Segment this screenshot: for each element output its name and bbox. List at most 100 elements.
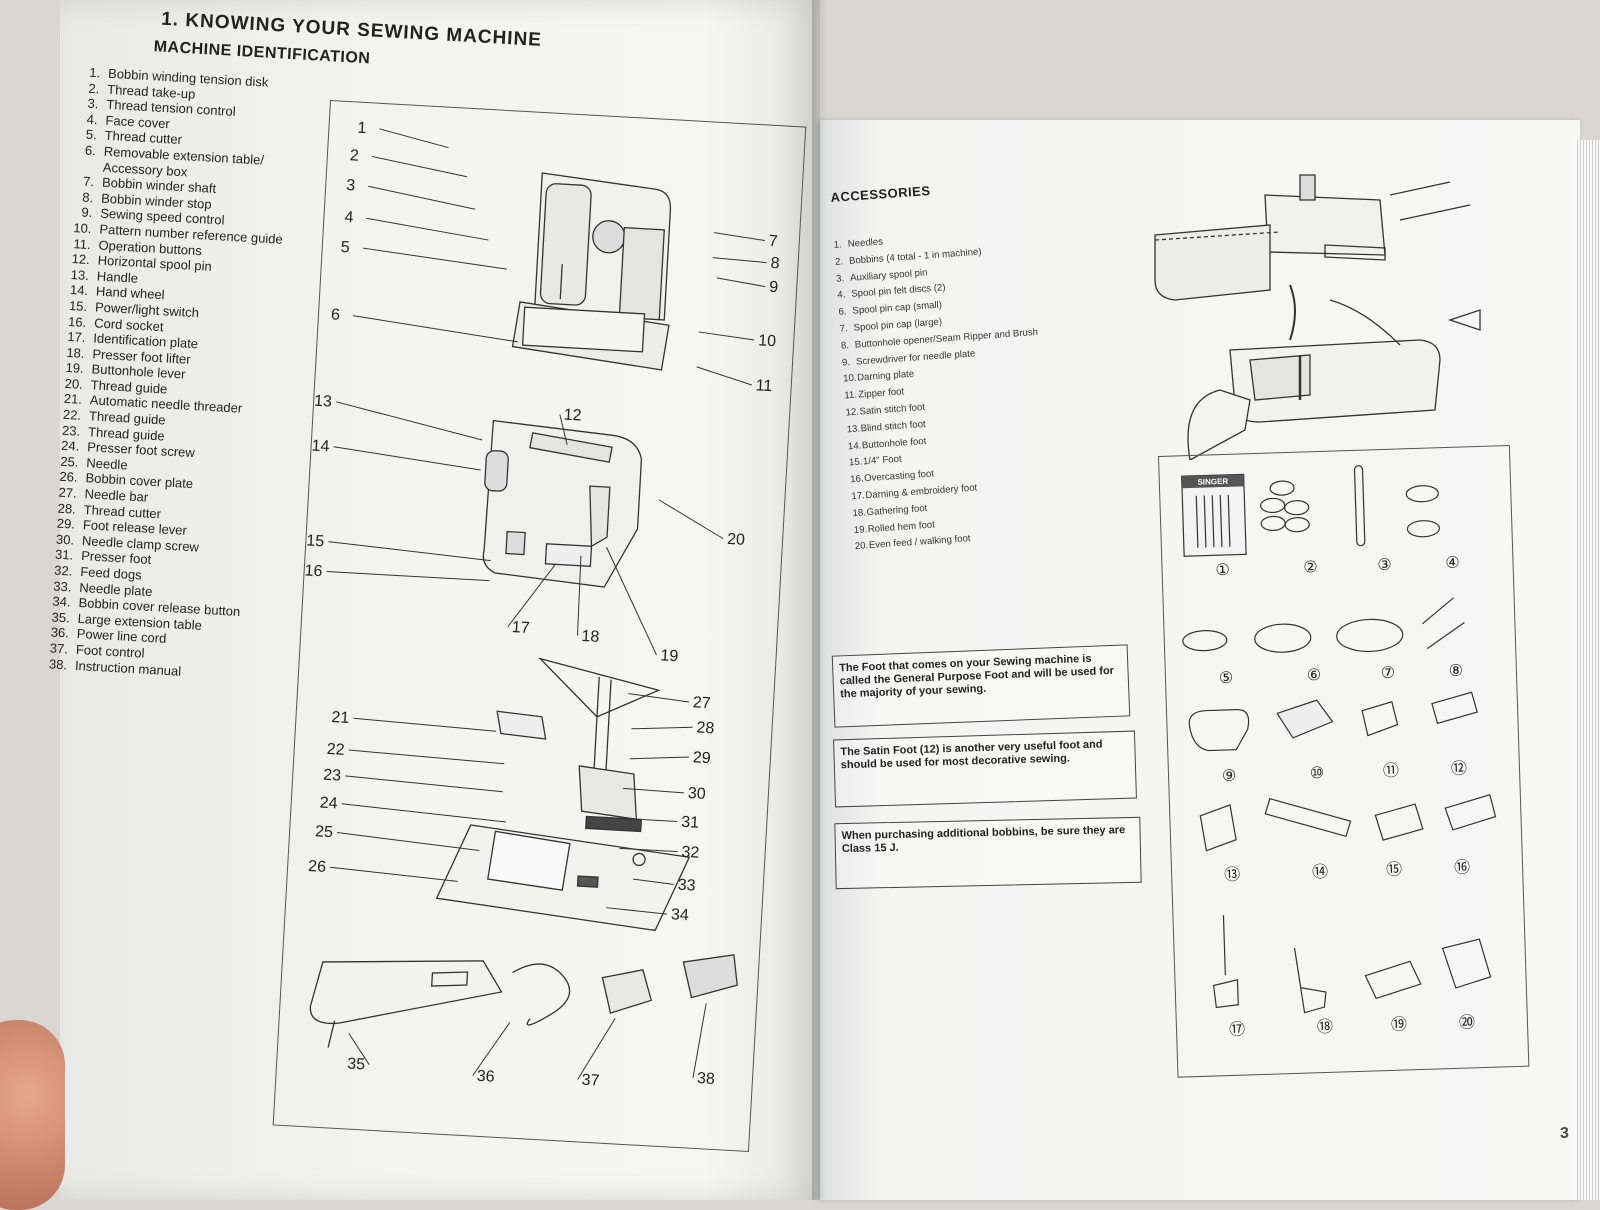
callout-number: 21 xyxy=(331,709,350,727)
accessory-circled-number: ③ xyxy=(1377,557,1392,574)
part-number: 5. xyxy=(85,127,98,143)
accessory-number: 19. xyxy=(853,523,868,536)
callout-number: 13 xyxy=(314,393,333,411)
callout-leader-line xyxy=(379,128,449,149)
callout-leader-line xyxy=(371,155,468,178)
part-number: 33. xyxy=(52,578,72,595)
accessory-label: Satin stitch foot xyxy=(859,401,926,418)
callout-leader-line xyxy=(631,726,693,730)
part-number: 22. xyxy=(62,406,82,423)
callout-leader-line xyxy=(472,1022,511,1076)
callout-leader-line xyxy=(348,749,505,765)
accessory-circled-number: ⑩ xyxy=(1310,765,1325,782)
accessory-number: 3. xyxy=(835,272,845,285)
part-number: 12. xyxy=(71,251,91,268)
accessory-label: Needles xyxy=(847,236,884,250)
callout-leader-line xyxy=(619,847,678,853)
part-number: 14. xyxy=(69,282,89,299)
accessory-number: 6. xyxy=(838,306,847,318)
callout-leader-line xyxy=(716,277,766,288)
accessory-circled-number: ⑪ xyxy=(1383,762,1400,780)
accessory-label: Gathering foot xyxy=(866,502,928,518)
callout-number: 31 xyxy=(681,814,700,832)
callout-leader-line xyxy=(352,315,518,343)
callout-number: 24 xyxy=(319,795,338,813)
part-number: 37. xyxy=(49,640,69,657)
page-edges xyxy=(1575,140,1600,1200)
accessories-grid-frame: SINGER xyxy=(1158,444,1530,1078)
callout-leader-line xyxy=(606,907,668,915)
accessory-circled-number: ⑦ xyxy=(1381,665,1396,682)
accessory-label: 1/4" Foot xyxy=(862,454,902,468)
part-number: 34. xyxy=(52,593,72,610)
part-number: 11. xyxy=(73,235,92,252)
part-number: 35. xyxy=(51,609,71,626)
callout-number: 2 xyxy=(349,147,359,164)
callout-leader-line xyxy=(712,257,767,264)
accessory-number: 18. xyxy=(852,507,867,519)
accessory-circled-number: ⑧ xyxy=(1448,663,1463,680)
callout-number: 29 xyxy=(692,749,711,767)
callout-leader-line xyxy=(328,541,491,562)
part-number: 27. xyxy=(58,484,78,501)
part-number: 17. xyxy=(66,329,86,346)
callout-number: 19 xyxy=(660,647,679,665)
note-bobbin-class: When purchasing additional bobbins, be s… xyxy=(834,816,1142,890)
callout-number: 17 xyxy=(511,619,530,637)
accessory-number: 9. xyxy=(841,356,851,369)
reader-thumb xyxy=(0,1020,65,1210)
part-number: 19. xyxy=(65,360,85,377)
section-title: MACHINE IDENTIFICATION xyxy=(153,38,371,68)
accessory-circled-number: ② xyxy=(1303,559,1318,576)
callout-leader-line xyxy=(611,817,678,823)
extension-table-illustration xyxy=(1154,174,1481,460)
callout-number: 33 xyxy=(677,877,696,895)
callout-leader-line xyxy=(348,1033,370,1065)
callout-number: 5 xyxy=(340,239,350,256)
right-page xyxy=(820,120,1580,1200)
callout-leader-line xyxy=(353,717,497,732)
accessory-number: 17. xyxy=(851,490,866,503)
callout-leader-line xyxy=(698,331,755,341)
accessory-circled-number: ⑯ xyxy=(1454,858,1471,876)
callout-number: 12 xyxy=(563,407,582,425)
included-items-illustration xyxy=(309,954,738,1048)
accessory-circled-number: ⑲ xyxy=(1391,1015,1408,1033)
accessory-number: 13. xyxy=(846,423,861,436)
callout-leader-line xyxy=(337,832,480,852)
accessory-number: 10. xyxy=(842,372,857,385)
accessory-number: 2. xyxy=(834,256,844,268)
accessory-label: Buttonhole foot xyxy=(861,435,927,451)
callout-leader-line xyxy=(345,775,503,793)
accessory-circled-number: ⑫ xyxy=(1451,759,1468,777)
part-number: 16. xyxy=(67,313,87,330)
callout-number: 36 xyxy=(476,1068,495,1086)
callout-number: 20 xyxy=(727,531,746,549)
page-number-right: 3 xyxy=(1560,1125,1569,1142)
callout-leader-line xyxy=(622,787,684,794)
callout-leader-line xyxy=(507,564,556,628)
callout-number: 34 xyxy=(671,906,690,924)
accessory-circled-number: ⑮ xyxy=(1386,861,1403,879)
callout-leader-line xyxy=(368,185,476,210)
accessory-circled-number: ⑭ xyxy=(1312,863,1329,881)
part-number: 20. xyxy=(64,375,84,392)
note-satin-foot: The Satin Foot (12) is another very usef… xyxy=(833,730,1137,808)
callout-number: 9 xyxy=(769,279,779,296)
part-number: 10. xyxy=(73,220,92,237)
callout-number: 1 xyxy=(357,120,367,137)
callout-leader-line xyxy=(336,401,483,441)
accessory-number: 16. xyxy=(849,473,864,486)
callout-leader-line xyxy=(577,1018,616,1080)
callout-leader-line xyxy=(341,803,507,823)
part-number: 18. xyxy=(66,344,85,361)
part-number: 13. xyxy=(70,266,90,283)
callout-leader-line xyxy=(658,499,724,540)
callout-leader-line xyxy=(559,414,568,445)
part-number: 24. xyxy=(60,438,80,455)
accessory-number: 7. xyxy=(839,323,849,335)
